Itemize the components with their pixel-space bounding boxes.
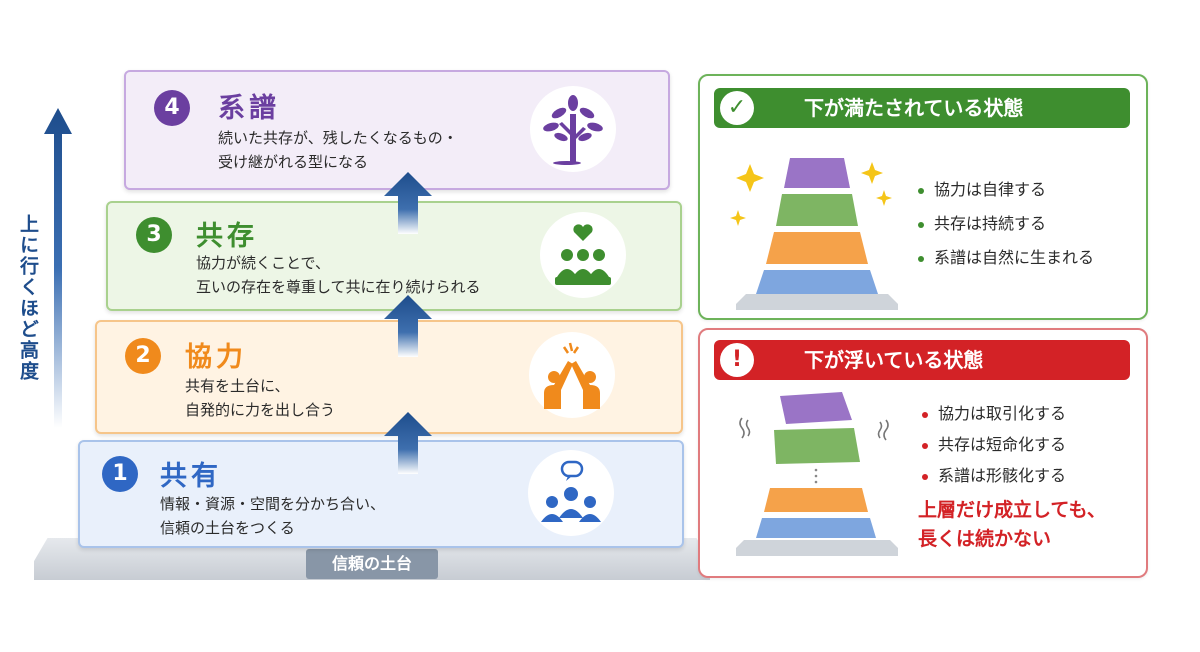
bad-item-3: 系譜は形骸化する [922, 462, 1066, 486]
good-item-1: 協力は自律する [918, 176, 1046, 200]
stable-pyramid-icon [730, 158, 898, 310]
bad-item-2: 共存は短命化する [922, 431, 1066, 455]
layer-1-title: 共有 [160, 461, 222, 492]
layer-2-number: 2 [125, 338, 161, 374]
exclamation-circle-icon: ! [720, 343, 754, 377]
up-arrow-2-3 [384, 295, 432, 357]
floating-pyramid-icon [736, 392, 898, 556]
layer-1-desc: 情報・資源・空間を分かち合い、信頼の土台をつくる [160, 495, 386, 537]
bad-item-1: 協力は取引化する [922, 400, 1066, 424]
tree-icon [543, 95, 603, 165]
layer-4-title: 系譜 [218, 93, 280, 124]
check-circle-icon: ✓ [720, 91, 754, 125]
people-speech-icon [541, 460, 601, 522]
up-axis-arrow [44, 108, 72, 428]
up-arrow-3-4 [384, 172, 432, 234]
bad-state-banner: ! 下が浮いている状態 [714, 340, 1130, 380]
layer-1-icon-bg [528, 450, 614, 536]
layer-2-title: 協力 [185, 342, 247, 373]
layer-4-desc: 続いた共存が、残したくなるもの・受け継がれる型になる [218, 129, 458, 171]
layer-3-card: 3 共存 協力が続くことで、互いの存在を尊重して共に在り続けられる [106, 201, 682, 311]
layer-3-desc: 協力が続くことで、互いの存在を尊重して共に在り続けられる [196, 254, 481, 296]
layer-3-number: 3 [136, 217, 172, 253]
layer-1-number: 1 [102, 456, 138, 492]
layer-3-icon-bg [540, 212, 626, 298]
layer-2-card: 2 協力 共有を土台に、自発的に力を出し合う [95, 320, 683, 434]
layer-2-desc: 共有を土台に、自発的に力を出し合う [185, 377, 336, 419]
good-state-banner: ✓ 下が満たされている状態 [714, 88, 1130, 128]
bad-state-title: 下が浮いている状態 [804, 348, 984, 372]
good-item-3: 系譜は自然に生まれる [918, 244, 1094, 268]
layer-4-card: 4 系譜 続いた共存が、残したくなるもの・受け継がれる型になる [124, 70, 670, 190]
up-arrow-1-2 [384, 412, 432, 474]
layer-4-icon-bg [530, 86, 616, 172]
layer-4-number: 4 [154, 90, 190, 126]
good-state-panel: ✓ 下が満たされている状態 協力は自律する 共存は持続する 系譜は自然に生まれる [698, 74, 1148, 320]
good-state-title: 下が満たされている状態 [804, 96, 1024, 120]
high-five-icon [544, 342, 600, 409]
community-heart-icon [555, 224, 611, 285]
base-label: 信頼の土台 [306, 549, 438, 579]
layer-1-card: 1 共有 情報・資源・空間を分かち合い、信頼の土台をつくる [78, 440, 684, 548]
layer-2-icon-bg [529, 332, 615, 418]
axis-label: 上に行くほど高度 [17, 214, 39, 382]
bad-warning: 上層だけ成立しても、長くは続かない [918, 499, 1106, 550]
bad-state-panel: ! 下が浮いている状態 協力は取引化する 共存は短命化する 系譜は形骸化する 上… [698, 328, 1148, 578]
layer-3-title: 共存 [196, 221, 258, 252]
good-item-2: 共存は持続する [918, 210, 1046, 234]
